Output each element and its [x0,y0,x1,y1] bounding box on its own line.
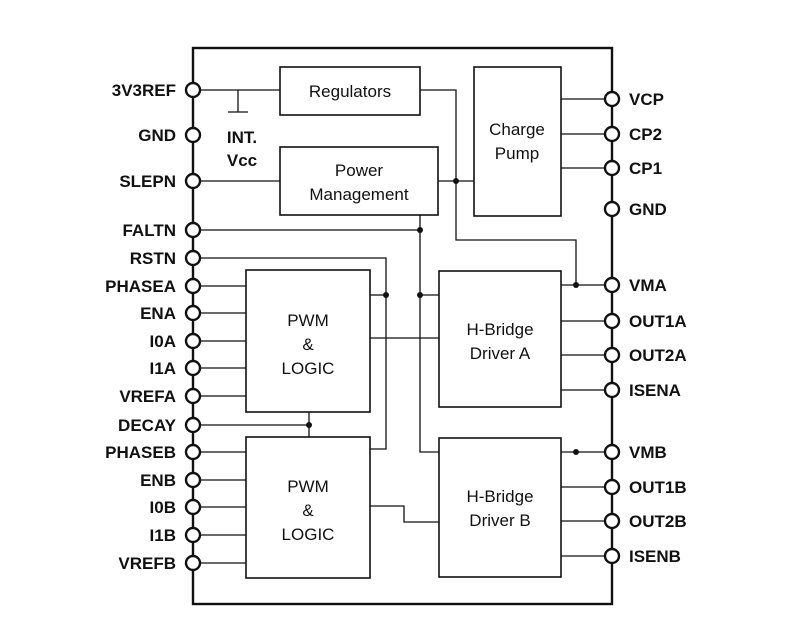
pin-label-slepn: SLEPN [119,172,176,191]
pin-vmb [603,443,621,461]
pin-slepn [184,172,202,190]
pin-cp2 [603,125,621,143]
pin-label-ena: ENA [140,304,176,323]
hbridge-a-label-2: Driver A [470,344,531,363]
right-pins: VCP CP2 CP1 GND VMA OUT1A OUT2A ISENA VM… [603,90,687,566]
pin-gnd-left [184,126,202,144]
block-regulators: Regulators [279,66,421,116]
pin-label-vrefa: VREFA [119,387,176,406]
pin-ena [184,304,202,322]
pin-vma [603,276,621,294]
hbridge-a-label-1: H-Bridge [466,320,533,339]
pin-out2a [603,346,621,364]
pin-label-phaseb: PHASEB [105,443,176,462]
pin-label-i1b: I1B [150,526,176,545]
pin-label-vma: VMA [629,276,667,295]
int-vcc-label-1: INT. [227,128,257,147]
block-power-management: Power Management [279,146,439,216]
pin-label-decay: DECAY [118,416,177,435]
pin-label-out1b: OUT1B [629,478,687,497]
pin-label-isena: ISENA [629,381,681,400]
pwm-logic-b-label-2: & [302,501,314,520]
pin-out1b [603,478,621,496]
pin-label-i1a: I1A [150,359,176,378]
pin-vrefa [184,387,202,405]
charge-pump-label-2: Pump [495,144,539,163]
power-management-label-2: Management [309,185,409,204]
hbridge-b-label-2: Driver B [469,511,530,530]
pin-i1a [184,359,202,377]
block-hbridge-a: H-Bridge Driver A [438,270,562,408]
pin-i0a [184,332,202,350]
pin-phasea [184,277,202,295]
pin-isenb [603,547,621,565]
pin-label-3v3ref: 3V3REF [112,81,176,100]
pin-cp1 [603,159,621,177]
block-hbridge-b: H-Bridge Driver B [438,437,562,578]
pin-isena [603,381,621,399]
pin-i0b [184,498,202,516]
int-vcc-label-2: Vcc [227,151,257,170]
block-pwm-logic-b: PWM & LOGIC [245,436,371,579]
pin-rstn [184,249,202,267]
pin-out1a [603,312,621,330]
pin-label-out2b: OUT2B [629,512,687,531]
pin-label-i0b: I0B [150,498,176,517]
junctions [306,178,579,455]
pin-label-vrefb: VREFB [118,554,176,573]
pin-label-faltn: FALTN [122,221,176,240]
pin-label-out2a: OUT2A [629,346,687,365]
pin-phaseb [184,443,202,461]
pwm-logic-b-label-3: LOGIC [282,525,335,544]
pin-label-rstn: RSTN [130,249,176,268]
block-charge-pump: Charge Pump [473,66,562,217]
pin-label-vmb: VMB [629,443,667,462]
pin-out2b [603,512,621,530]
pin-label-gnd-right: GND [629,200,667,219]
pwm-logic-b-label-1: PWM [287,477,329,496]
pin-label-cp1: CP1 [629,159,662,178]
pwm-logic-a-label-2: & [302,335,314,354]
pin-label-gnd-left: GND [138,126,176,145]
charge-pump-label-1: Charge [489,120,545,139]
pwm-logic-a-label-1: PWM [287,311,329,330]
pin-label-phasea: PHASEA [105,277,176,296]
pin-vcp [603,90,621,108]
pin-gnd-right [603,200,621,218]
pin-3v3ref [184,81,202,99]
pin-faltn [184,221,202,239]
power-management-label-1: Power [335,161,384,180]
pwm-logic-a-label-3: LOGIC [282,359,335,378]
pin-label-isenb: ISENB [629,547,681,566]
pin-label-vcp: VCP [629,90,664,109]
hbridge-b-label-1: H-Bridge [466,487,533,506]
pin-label-i0a: I0A [150,332,176,351]
left-pins: 3V3REF GND SLEPN FALTN RSTN PHASEA ENA I… [105,81,202,573]
pin-vrefb [184,554,202,572]
pin-i1b [184,526,202,544]
pin-label-out1a: OUT1A [629,312,687,331]
block-pwm-logic-a: PWM & LOGIC [245,269,371,413]
pin-decay [184,416,202,434]
regulators-label-1: Regulators [309,82,391,101]
pin-label-enb: ENB [140,471,176,490]
pin-label-cp2: CP2 [629,125,662,144]
pin-enb [184,471,202,489]
